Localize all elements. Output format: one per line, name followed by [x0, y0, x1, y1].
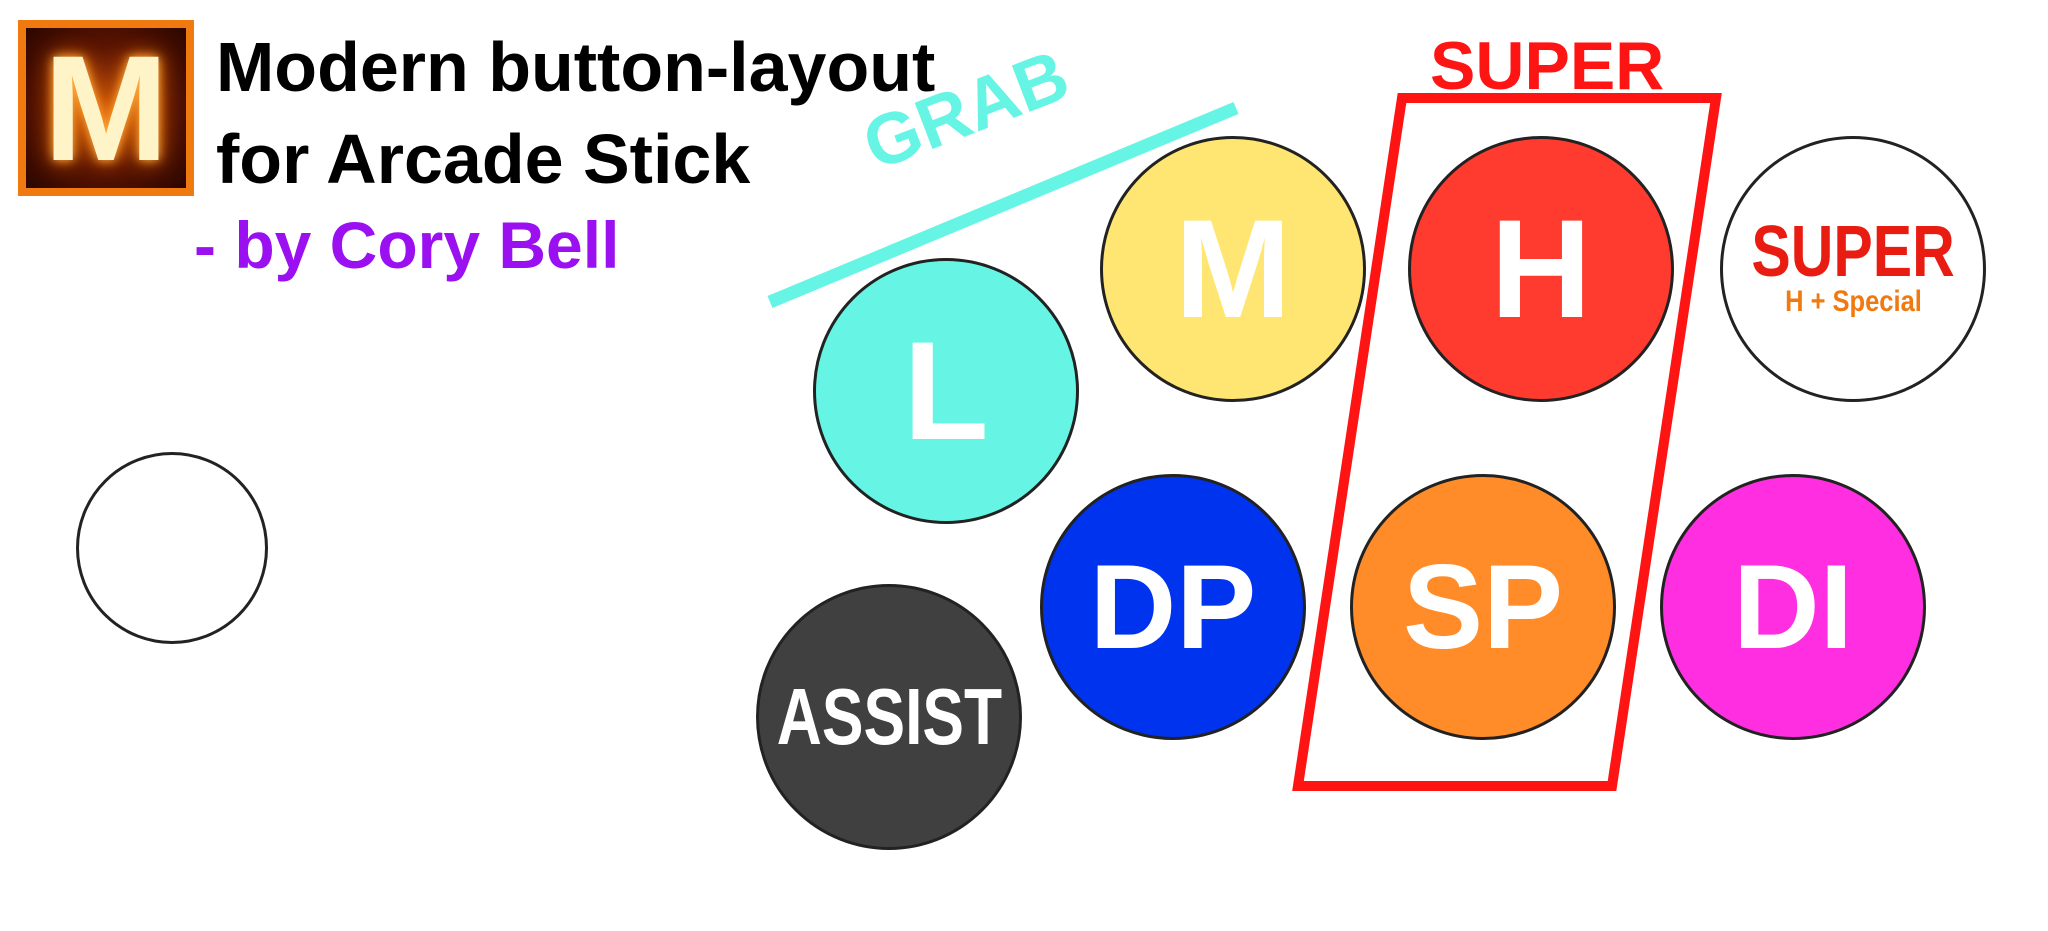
- logo-letter: M: [43, 24, 169, 192]
- button-light[interactable]: L: [813, 258, 1079, 524]
- button-light-label: L: [903, 312, 989, 469]
- button-dp-label: DP: [1089, 540, 1257, 674]
- button-super-label: SUPER: [1751, 212, 1955, 293]
- button-assist-label: ASSIST: [776, 672, 1002, 761]
- title-line-2: for Arcade Stick: [216, 120, 751, 198]
- button-sp[interactable]: SP: [1350, 474, 1616, 740]
- app-logo: M: [18, 20, 194, 196]
- grab-bar: [767, 101, 1239, 309]
- button-super[interactable]: SUPER H + Special: [1720, 136, 1986, 402]
- button-assist[interactable]: ASSIST: [756, 584, 1022, 850]
- button-sp-label: SP: [1402, 540, 1564, 674]
- button-medium[interactable]: M: [1100, 136, 1366, 402]
- button-heavy[interactable]: H: [1408, 136, 1674, 402]
- author-credit: - by Cory Bell: [194, 208, 620, 282]
- super-group-label: SUPER: [1430, 28, 1665, 104]
- button-di[interactable]: DI: [1660, 474, 1926, 740]
- button-medium-label: M: [1174, 190, 1292, 347]
- button-di-label: DI: [1733, 540, 1853, 674]
- button-heavy-label: H: [1490, 190, 1592, 347]
- title-line-1: Modern button-layout: [216, 28, 936, 106]
- button-dp[interactable]: DP: [1040, 474, 1306, 740]
- joystick-circle[interactable]: [76, 452, 268, 644]
- button-super-sublabel: H + Special: [1784, 284, 1922, 318]
- super-frame: [1292, 93, 1722, 791]
